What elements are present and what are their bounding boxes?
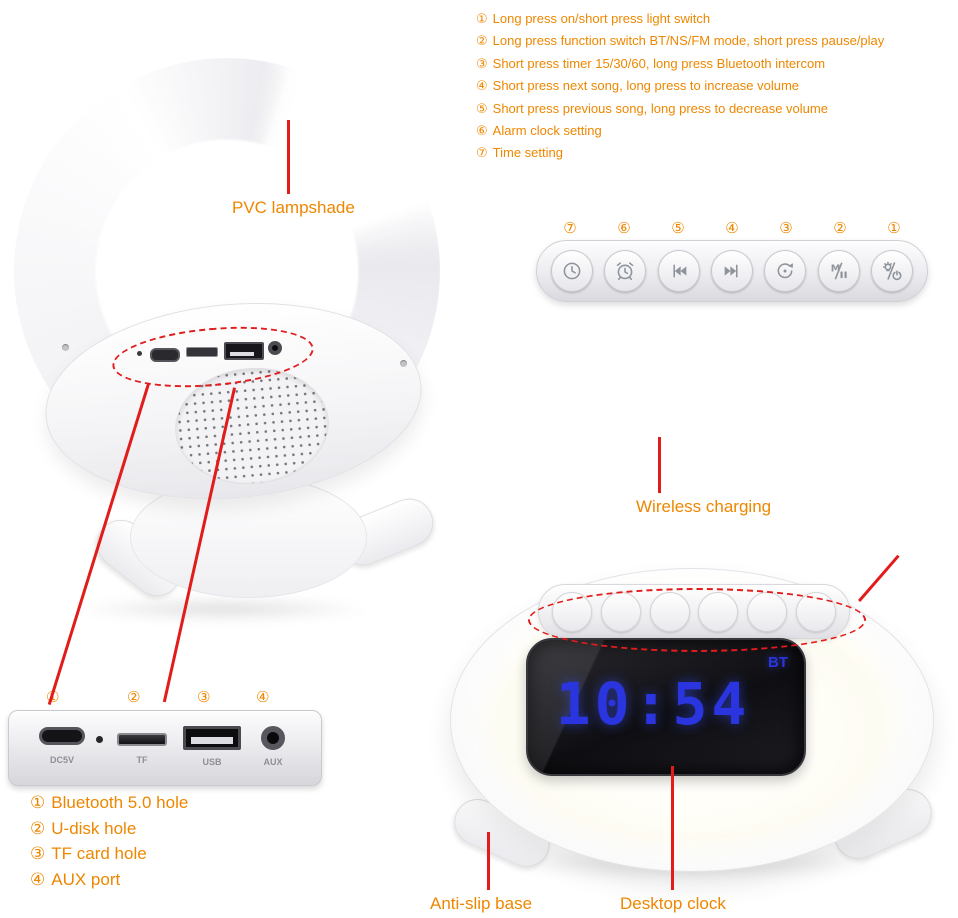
device-shadow xyxy=(72,596,372,622)
button-number: ⑦ xyxy=(563,220,577,237)
button-number: ② xyxy=(833,220,847,237)
port-label: AUX xyxy=(263,757,283,767)
bluetooth-mode-indicator: BT xyxy=(768,654,788,671)
legend-number: ② xyxy=(30,818,46,838)
instruction-number: ⑦ xyxy=(476,145,488,161)
usb-a-port xyxy=(183,726,241,750)
legend-text: AUX port xyxy=(51,869,121,889)
button-number: ③ xyxy=(779,220,793,237)
instruction-text: Short press timer 15/30/60, long press B… xyxy=(492,55,826,71)
clock-icon xyxy=(563,262,581,280)
instruction-text: Long press function switch BT/NS/FM mode… xyxy=(492,33,885,49)
mic-hole xyxy=(137,351,142,356)
port-number: ② xyxy=(127,689,141,706)
instruction-number: ⑥ xyxy=(476,123,488,139)
instruction-number: ① xyxy=(476,11,488,26)
usb-c-port xyxy=(39,727,85,745)
alarm-setting-button xyxy=(604,250,647,292)
label-pvc-lampshade: PVC lampshade xyxy=(232,198,355,217)
port-label: TF xyxy=(136,755,148,765)
port-label: DC5V xyxy=(49,755,74,765)
instruction-number: ⑤ xyxy=(476,100,488,116)
instruction-text: Time setting xyxy=(492,145,563,161)
legend-item: ③ TF card hole xyxy=(30,841,188,867)
mode-pause-icon: M xyxy=(830,262,847,280)
button-number: ⑥ xyxy=(617,220,631,237)
instruction-text: Short press previous song, long press to… xyxy=(492,100,828,116)
tf-card-slot xyxy=(186,347,218,357)
tf-card-slot xyxy=(117,733,167,746)
button-number: ① xyxy=(887,220,901,237)
previous-track-icon xyxy=(673,264,686,278)
screw xyxy=(400,360,407,367)
label-anti-slip-base: Anti-slip base xyxy=(430,894,533,913)
mode-pause-button: M xyxy=(817,250,860,292)
next-song-button xyxy=(710,250,753,292)
instruction-number: ② xyxy=(476,33,488,49)
ports-closeup-panel: DC5V TF USB AUX xyxy=(8,710,322,786)
annotation-line-wireless xyxy=(658,437,661,493)
label-desktop-clock: Desktop clock xyxy=(620,894,726,913)
button-number: ⑤ xyxy=(671,220,685,237)
port-number: ③ xyxy=(197,689,211,706)
light-power-icon xyxy=(882,261,902,281)
instruction-number: ③ xyxy=(476,55,488,71)
legend-number: ③ xyxy=(30,844,46,863)
previous-song-button xyxy=(657,250,700,292)
legend-number: ① xyxy=(30,793,46,812)
timer-button xyxy=(764,250,807,292)
legend-text: U-disk hole xyxy=(51,818,137,838)
light-power-button xyxy=(870,250,913,292)
port-number: ④ xyxy=(256,689,270,706)
clock-time: 10:54 xyxy=(555,670,751,738)
port-label: USB xyxy=(202,757,222,767)
buttons-highlight-ellipse xyxy=(528,588,866,652)
annotation-line-clock xyxy=(671,766,674,890)
mic-hole xyxy=(96,736,103,743)
clock-display: BT 10:54 xyxy=(526,638,806,776)
legend-item: ① Bluetooth 5.0 hole xyxy=(30,790,188,816)
legend-text: Bluetooth 5.0 hole xyxy=(51,793,189,812)
annotation-line-base xyxy=(487,832,490,890)
instruction-text: Alarm clock setting xyxy=(492,123,602,139)
annotation-line-lampshade xyxy=(287,120,290,194)
legend-text: TF card hole xyxy=(51,844,147,863)
usb-a-port xyxy=(224,342,264,360)
control-panel-numbers: ⑦ ⑥ ⑤ ④ ③ ② ① xyxy=(536,219,928,237)
button-number: ④ xyxy=(725,220,739,237)
timer-icon xyxy=(777,263,794,279)
time-setting-button xyxy=(551,250,593,292)
aux-jack xyxy=(261,726,285,750)
aux-jack xyxy=(268,341,282,355)
instruction-item: ① Long press on/short press light switch xyxy=(476,8,884,30)
screw xyxy=(62,344,69,351)
instruction-text: Short press next song, long press to inc… xyxy=(492,78,800,94)
label-wireless-charging: Wireless charging xyxy=(636,497,772,516)
next-track-icon xyxy=(724,264,738,278)
alarm-icon xyxy=(617,262,634,281)
legend-number: ④ xyxy=(30,869,46,889)
instruction-number: ④ xyxy=(476,78,488,94)
usb-c-port xyxy=(150,348,180,362)
control-panel-photo: M xyxy=(536,240,928,302)
instruction-text: Long press on/short press light switch xyxy=(492,11,711,26)
svg-text:M: M xyxy=(830,263,840,274)
